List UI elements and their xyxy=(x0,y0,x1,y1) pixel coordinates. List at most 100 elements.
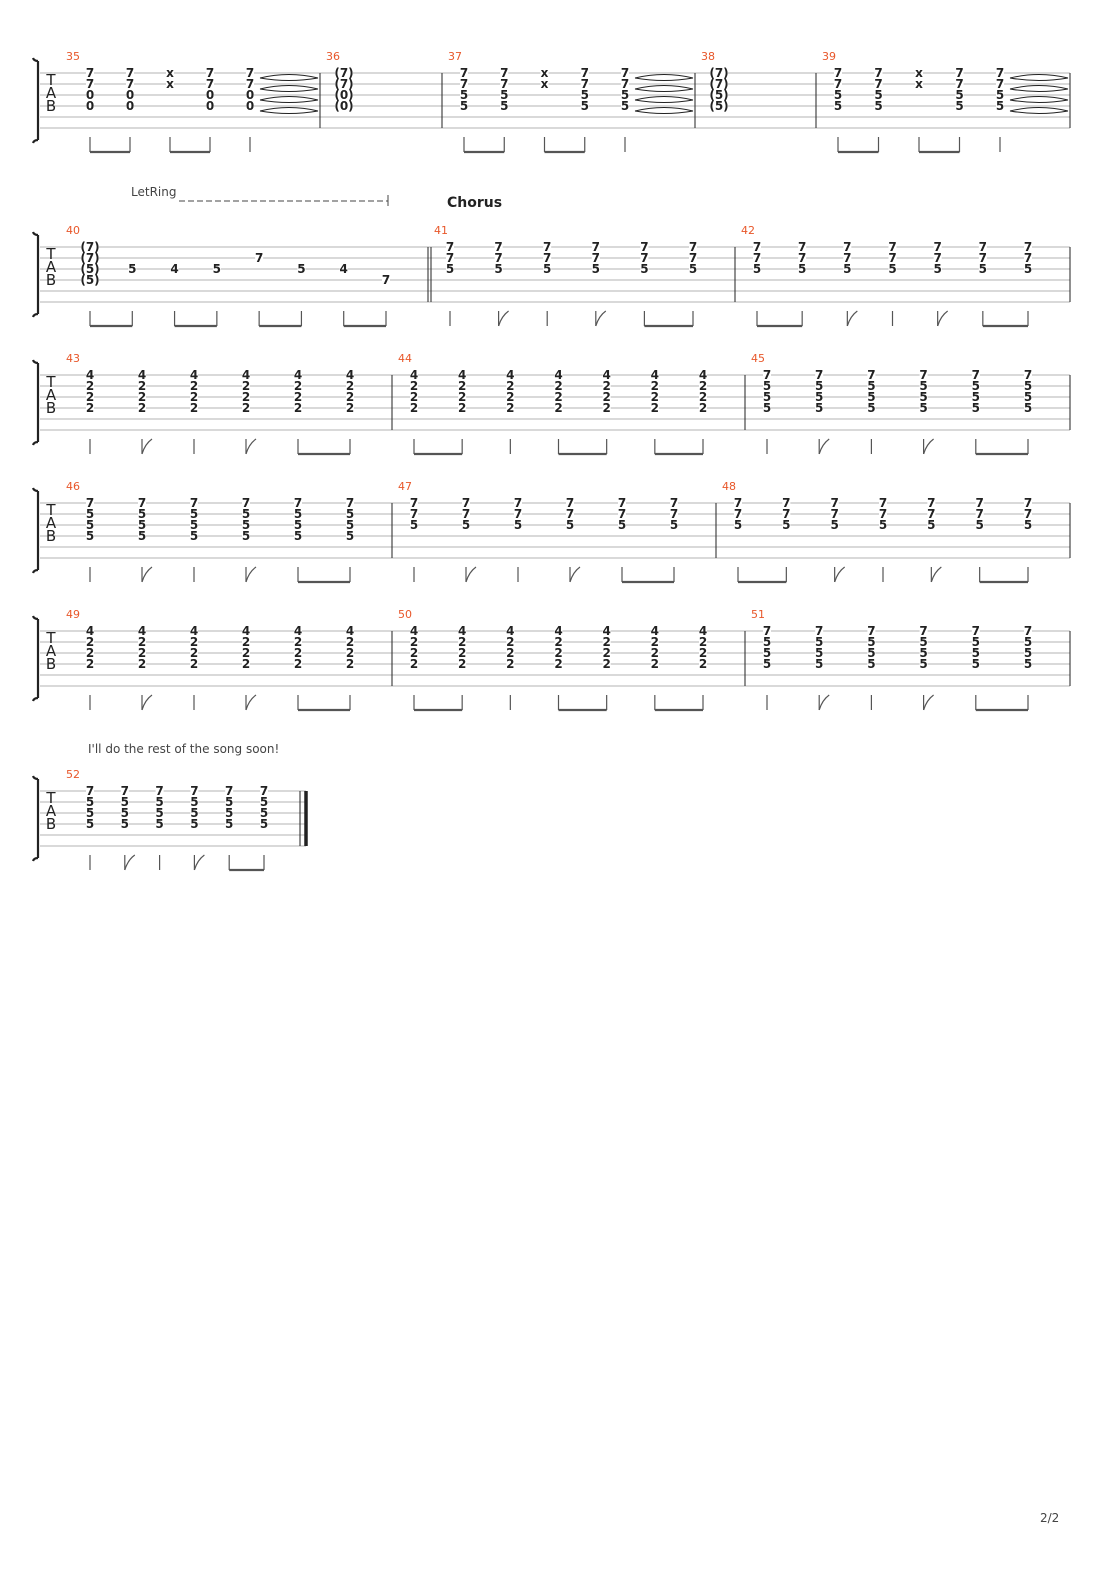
note-flag xyxy=(818,438,830,455)
fret-knockout xyxy=(554,381,563,391)
fret-number: 7 xyxy=(514,507,522,521)
fret-knockout xyxy=(500,101,509,111)
fret-number: 5 xyxy=(225,795,233,809)
fret-number: 7 xyxy=(867,368,875,382)
fret-knockout xyxy=(1024,242,1032,252)
tie-arc xyxy=(259,96,319,101)
fret-number: 5 xyxy=(155,817,163,831)
fret-number: 7 xyxy=(618,496,626,510)
fret-knockout xyxy=(155,819,164,829)
fret-number: 5 xyxy=(996,88,1004,102)
measure-number: 49 xyxy=(66,608,80,621)
tab-clef-letter: B xyxy=(46,815,56,833)
fret-number: 2 xyxy=(86,379,94,393)
system-bracket xyxy=(31,775,40,862)
tie-arc xyxy=(1009,77,1069,81)
let-ring-label: LetRing xyxy=(131,185,176,199)
fret-knockout xyxy=(190,520,198,530)
fret-number: 4 xyxy=(242,624,250,638)
fret-knockout xyxy=(410,403,418,413)
fret-number: 5 xyxy=(86,806,94,820)
fret-number: 5 xyxy=(798,262,806,276)
fret-number: 2 xyxy=(410,635,418,649)
fret-knockout xyxy=(971,381,980,391)
tab-clef-letter: B xyxy=(46,655,56,673)
fret-knockout xyxy=(410,498,418,508)
fret-knockout xyxy=(460,68,468,78)
fret-knockout xyxy=(971,403,980,413)
fret-number: 5 xyxy=(972,401,980,415)
fret-number: 5 xyxy=(190,817,198,831)
fret-number: 7 xyxy=(190,496,198,510)
system-bracket xyxy=(31,487,40,574)
fret-number: 2 xyxy=(699,657,707,671)
fret-number: 4 xyxy=(651,368,659,382)
fret-number: 5 xyxy=(260,806,268,820)
fret-number: 7 xyxy=(462,496,470,510)
fret-knockout xyxy=(753,253,761,263)
fret-number: 7 xyxy=(86,66,94,80)
fret-knockout xyxy=(458,392,467,402)
fret-knockout xyxy=(927,509,936,519)
fret-number: 7 xyxy=(640,251,648,265)
tab-clef-letter: A xyxy=(46,642,57,660)
fret-knockout xyxy=(830,498,839,508)
fret-number: 7 xyxy=(979,251,987,265)
fret-number: 2 xyxy=(651,657,659,671)
fret-number: 2 xyxy=(602,390,610,404)
fret-knockout xyxy=(815,659,824,669)
fret-number: 2 xyxy=(242,401,250,415)
fret-number: 2 xyxy=(346,635,354,649)
fret-knockout xyxy=(190,786,199,796)
fret-number: 5 xyxy=(919,401,927,415)
fret-knockout xyxy=(710,101,728,111)
tab-clef-letter: A xyxy=(46,514,57,532)
fret-knockout xyxy=(815,403,824,413)
fret-number: (5) xyxy=(709,88,728,102)
fret-number: 7 xyxy=(255,251,263,265)
song-note: I'll do the rest of the song soon! xyxy=(88,742,279,756)
fret-knockout xyxy=(975,498,984,508)
fret-number: 4 xyxy=(346,624,354,638)
fret-knockout xyxy=(915,68,923,78)
fret-knockout xyxy=(346,659,354,669)
fret-knockout xyxy=(410,637,418,647)
fret-knockout xyxy=(566,520,574,530)
fret-knockout xyxy=(246,68,254,78)
fret-number: 5 xyxy=(979,262,987,276)
fret-number: 5 xyxy=(621,88,629,102)
fret-number: 7 xyxy=(979,240,987,254)
note-flag xyxy=(141,566,153,583)
fret-number: 2 xyxy=(294,379,302,393)
fret-knockout xyxy=(500,90,509,100)
fret-knockout xyxy=(955,68,964,78)
fret-number: 5 xyxy=(121,795,129,809)
fret-knockout xyxy=(190,370,198,380)
fret-number: 2 xyxy=(506,646,514,660)
fret-knockout xyxy=(138,381,146,391)
tie-arc xyxy=(1009,85,1069,90)
fret-number: 7 xyxy=(975,496,983,510)
fret-number: 7 xyxy=(514,496,522,510)
fret-number: 2 xyxy=(410,379,418,393)
fret-number: 7 xyxy=(346,496,354,510)
fret-knockout xyxy=(602,381,611,391)
fret-number: 5 xyxy=(460,88,468,102)
fret-number: 5 xyxy=(815,635,823,649)
tab-system: TAB4675557555755575557555755547775775775… xyxy=(31,480,1071,584)
fret-number: 2 xyxy=(86,657,94,671)
fret-knockout xyxy=(86,659,94,669)
fret-knockout xyxy=(86,79,94,89)
fret-knockout xyxy=(978,264,987,274)
fret-number: (0) xyxy=(334,99,353,113)
fret-number: 5 xyxy=(155,795,163,809)
fret-knockout xyxy=(830,520,839,530)
fret-number: 7 xyxy=(246,66,254,80)
fret-number: 5 xyxy=(566,518,574,532)
fret-knockout xyxy=(753,264,761,274)
fret-number: 5 xyxy=(955,99,963,113)
fret-number: 7 xyxy=(382,273,390,287)
fret-number: 7 xyxy=(592,240,600,254)
fret-number: 2 xyxy=(138,401,146,415)
tab-clef-letter: A xyxy=(46,84,57,102)
